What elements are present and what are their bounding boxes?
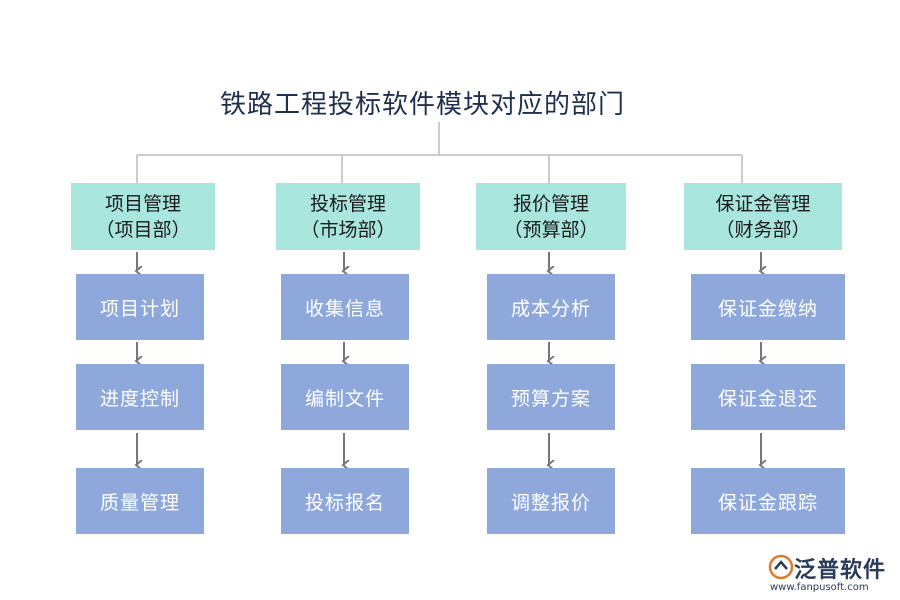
- brand-logo: 泛普软件 www.fanpusoft.com: [768, 552, 898, 596]
- module-box: 质量管理: [76, 468, 204, 534]
- dept-unit: （项目部）: [95, 218, 191, 241]
- dept-name: 项目管理: [104, 192, 181, 215]
- dept-unit: （预算部）: [503, 218, 599, 241]
- module-box: 成本分析: [487, 274, 615, 340]
- dept-box-deposit: 保证金管理 （财务部）: [684, 183, 842, 250]
- module-box: 保证金退还: [691, 364, 845, 430]
- module-box: 预算方案: [487, 364, 615, 430]
- module-box: 进度控制: [76, 364, 204, 430]
- dept-box-quotation: 报价管理 （预算部）: [476, 183, 626, 250]
- module-box: 收集信息: [281, 274, 409, 340]
- brand-name: 泛普软件: [794, 558, 887, 583]
- module-box: 编制文件: [281, 364, 409, 430]
- dept-box-project: 项目管理 （项目部）: [71, 183, 215, 250]
- module-box: 项目计划: [76, 274, 204, 340]
- module-box: 保证金跟踪: [691, 468, 845, 534]
- diagram-title: 铁路工程投标软件模块对应的部门: [220, 90, 626, 120]
- module-box: 调整报价: [487, 468, 615, 534]
- dept-box-bidding: 投标管理 （市场部）: [276, 183, 420, 250]
- brand-mark-icon: [768, 554, 794, 580]
- module-box: 保证金缴纳: [691, 274, 845, 340]
- module-box: 投标报名: [281, 468, 409, 534]
- dept-unit: （市场部）: [300, 218, 396, 241]
- brand-url: www.fanpusoft.com: [770, 582, 869, 593]
- dept-name: 保证金管理: [715, 192, 811, 215]
- dept-unit: （财务部）: [715, 218, 811, 241]
- dept-name: 投标管理: [309, 192, 386, 215]
- dept-name: 报价管理: [512, 192, 589, 215]
